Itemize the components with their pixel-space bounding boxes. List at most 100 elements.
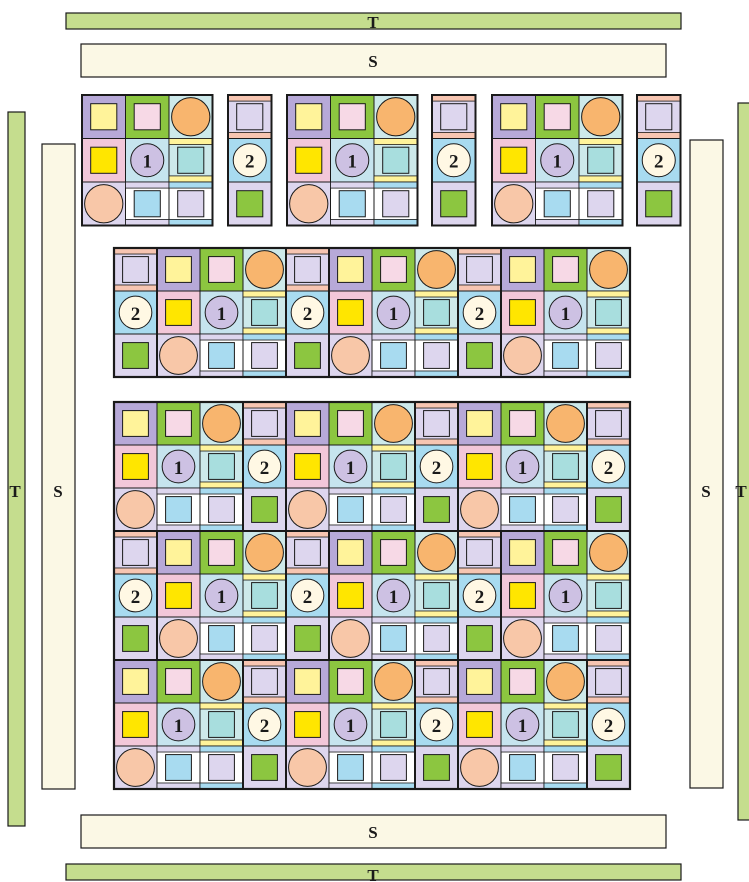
inner-square	[166, 257, 192, 283]
number-label: 1	[174, 716, 184, 737]
inner-square	[295, 343, 321, 369]
inner-square	[339, 191, 365, 217]
inner-square	[596, 669, 622, 695]
number-label: 1	[346, 716, 356, 737]
sash-strip	[200, 488, 243, 494]
circle-patch	[495, 185, 533, 223]
circle-patch	[418, 534, 456, 572]
inner-square	[510, 669, 536, 695]
sash-strip	[415, 328, 458, 334]
circle-patch	[160, 337, 198, 375]
inner-square	[553, 626, 579, 652]
inner-square	[339, 104, 365, 130]
inner-square	[338, 540, 364, 566]
inner-square	[510, 583, 536, 609]
inner-square	[383, 191, 409, 217]
sash-strip	[415, 291, 458, 297]
inner-square	[467, 540, 493, 566]
inner-square	[467, 712, 493, 738]
inner-square	[510, 540, 536, 566]
circle-patch	[504, 337, 542, 375]
inner-square	[166, 300, 192, 326]
inner-square	[381, 257, 407, 283]
inner-square	[424, 300, 450, 326]
sash-strip	[169, 139, 213, 145]
inner-square	[295, 540, 321, 566]
circle-patch	[377, 98, 415, 136]
top-outer-label: T	[367, 13, 379, 32]
circle-patch	[203, 405, 241, 443]
inner-square	[338, 669, 364, 695]
inner-square	[424, 755, 450, 781]
sash-strip	[544, 488, 587, 494]
sash-strip	[415, 697, 458, 703]
number-label: 2	[654, 152, 664, 173]
sash-strip	[200, 703, 243, 709]
inner-square	[209, 626, 235, 652]
number-label: 1	[389, 587, 399, 608]
inner-square	[123, 669, 149, 695]
sash-strip	[372, 617, 415, 623]
number-label: 2	[475, 587, 485, 608]
inner-square	[467, 343, 493, 369]
inner-square	[596, 300, 622, 326]
inner-square	[646, 191, 672, 217]
number-label: 1	[217, 587, 227, 608]
sash-strip	[501, 488, 544, 494]
left-outer-strip	[8, 112, 25, 826]
inner-square	[424, 626, 450, 652]
inner-square	[501, 104, 527, 130]
circle-patch	[418, 251, 456, 289]
inner-square	[381, 454, 407, 480]
sash-strip	[372, 740, 415, 746]
inner-square	[588, 191, 614, 217]
inner-square	[252, 669, 278, 695]
inner-square	[467, 626, 493, 652]
number-label: 2	[449, 152, 459, 173]
sash-strip	[372, 488, 415, 494]
sash-strip	[587, 611, 630, 617]
inner-square	[553, 343, 579, 369]
inner-square	[209, 497, 235, 523]
number-label: 2	[131, 304, 141, 325]
number-label: 2	[303, 587, 313, 608]
inner-square	[123, 343, 149, 369]
sash-strip	[579, 176, 623, 182]
inner-square	[596, 755, 622, 781]
left-inner-strip	[42, 144, 75, 789]
inner-square	[209, 343, 235, 369]
sash-strip	[544, 445, 587, 451]
sash-strip	[415, 611, 458, 617]
sash-strip	[587, 291, 630, 297]
inner-square	[424, 669, 450, 695]
number-label: 1	[346, 458, 356, 479]
circle-patch	[547, 405, 585, 443]
inner-square	[296, 147, 322, 173]
inner-square	[553, 454, 579, 480]
inner-square	[123, 626, 149, 652]
inner-square	[381, 343, 407, 369]
number-label: 2	[604, 458, 614, 479]
inner-square	[91, 104, 117, 130]
circle-patch	[547, 663, 585, 701]
number-label: 2	[260, 458, 270, 479]
number-label: 2	[604, 716, 614, 737]
sash-strip	[374, 139, 418, 145]
sash-strip	[587, 439, 630, 445]
number-label: 1	[143, 152, 153, 173]
inner-square	[252, 626, 278, 652]
number-label: 1	[561, 304, 571, 325]
inner-square	[338, 583, 364, 609]
sash-strip	[200, 746, 243, 752]
circle-patch	[461, 491, 499, 529]
inner-square	[553, 755, 579, 781]
number-label: 1	[389, 304, 399, 325]
circle-patch	[203, 663, 241, 701]
inner-square	[588, 147, 614, 173]
inner-square	[467, 411, 493, 437]
inner-square	[510, 411, 536, 437]
circle-patch	[246, 534, 284, 572]
inner-square	[553, 540, 579, 566]
circle-patch	[289, 491, 327, 529]
inner-square	[134, 104, 160, 130]
